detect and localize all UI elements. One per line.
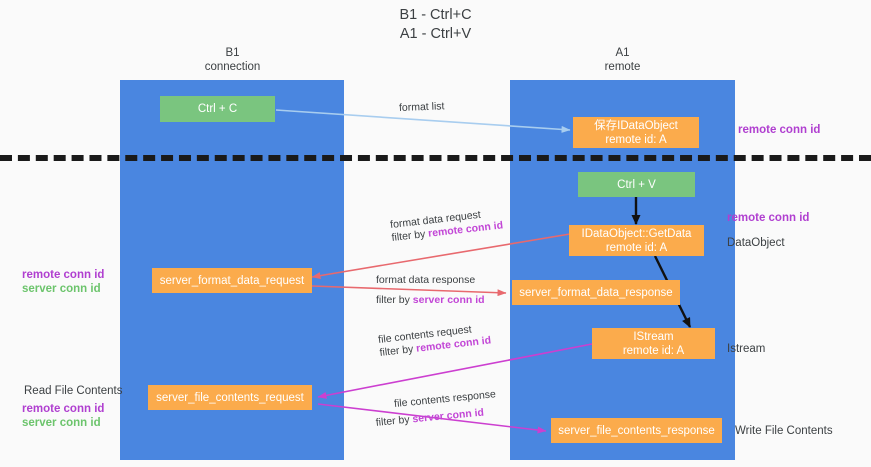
edge-label-file-contents-response: file contents response filter by server … xyxy=(375,388,499,429)
node-server-format-data-response[interactable]: server_format_data_response xyxy=(512,280,680,305)
side-label-mid-server-conn-id: server conn id xyxy=(22,283,101,295)
diagram-title: B1 - Ctrl+C A1 - Ctrl+V xyxy=(0,6,871,44)
side-label-remote-conn-id-top: remote conn id xyxy=(738,124,821,136)
section-divider xyxy=(0,155,871,161)
node-save-idataobject[interactable]: 保存IDataObject remote id: A xyxy=(573,117,699,148)
node-save-idataobject-sub: remote id: A xyxy=(605,133,667,146)
edge-label-format-data-response-line1: format data response xyxy=(376,274,476,286)
edge-label-format-data-request: format data request filter by remote con… xyxy=(390,206,504,245)
edge-label-format-data-response: format data response filter by server co… xyxy=(376,274,485,307)
node-server-file-contents-response-label: server_file_contents_response xyxy=(558,424,715,437)
side-label-conn-ids-middle: remote conn id server conn id xyxy=(22,268,104,296)
side-label-write-file-contents: Write File Contents xyxy=(735,425,833,437)
node-ctrl-v-label: Ctrl + V xyxy=(617,178,656,191)
node-save-idataobject-label: 保存IDataObject xyxy=(594,119,678,132)
side-label-conn-ids-bottom: remote conn id server conn id xyxy=(22,402,104,430)
edge-label-format-data-response-line2: filter by server conn id xyxy=(376,294,485,307)
column-header-b1-subtitle: connection xyxy=(204,61,261,73)
node-idataobject-getdata-sub: remote id: A xyxy=(605,241,668,254)
node-ctrl-v[interactable]: Ctrl + V xyxy=(578,172,695,197)
edge-label-file-contents-request: file contents request filter by remote c… xyxy=(378,321,492,360)
node-idataobject-getdata[interactable]: IDataObject::GetData remote id: A xyxy=(569,225,704,256)
edge-label-fcr-prefix: filter by xyxy=(379,342,417,359)
column-header-b1: B1 connection xyxy=(120,46,345,74)
column-header-a1-name: A1 xyxy=(615,47,630,59)
node-server-format-data-request-label: server_format_data_request xyxy=(159,274,305,287)
edge-label-format-list: format list xyxy=(399,100,445,115)
node-istream-label: IStream xyxy=(633,330,674,343)
node-server-file-contents-request[interactable]: server_file_contents_request xyxy=(148,385,312,410)
side-label-dataobject: DataObject xyxy=(727,237,785,249)
column-header-a1-subtitle: remote xyxy=(604,61,641,73)
node-server-file-contents-response[interactable]: server_file_contents_response xyxy=(551,418,722,443)
side-label-bottom-remote-conn-id: remote conn id xyxy=(22,403,105,415)
side-label-mid-remote-conn-id: remote conn id xyxy=(22,269,105,281)
title-line-1: B1 - Ctrl+C xyxy=(399,7,472,23)
node-server-format-data-response-label: server_format_data_response xyxy=(519,286,673,299)
node-istream[interactable]: IStream remote id: A xyxy=(592,328,715,359)
node-ctrl-c-label: Ctrl + C xyxy=(197,103,238,115)
column-header-b1-name: B1 xyxy=(225,47,240,59)
side-label-remote-conn-id-getdata: remote conn id xyxy=(727,212,810,224)
title-line-2: A1 - Ctrl+V xyxy=(399,26,472,42)
edge-label-fdr-prefix: filter by xyxy=(391,227,429,244)
edge-label-fdresp-prefix: filter by xyxy=(376,294,413,306)
node-istream-sub: remote id: A xyxy=(622,344,685,357)
edge-label-format-list-text: format list xyxy=(398,100,445,114)
node-server-file-contents-request-label: server_file_contents_request xyxy=(156,391,304,404)
edge-label-fcresp-server-conn-id: server conn id xyxy=(411,406,485,426)
side-label-bottom-server-conn-id: server conn id xyxy=(22,417,101,429)
edge-label-fcresp-prefix: filter by xyxy=(375,413,414,429)
node-server-format-data-request[interactable]: server_format_data_request xyxy=(152,268,312,293)
column-header-a1: A1 remote xyxy=(510,46,735,74)
edge-label-fdresp-server-conn-id: server conn id xyxy=(412,294,485,306)
side-label-read-file-contents: Read File Contents xyxy=(24,385,123,397)
node-idataobject-getdata-label: IDataObject::GetData xyxy=(581,227,692,240)
node-ctrl-c[interactable]: Ctrl + C xyxy=(160,96,275,122)
side-label-istream: Istream xyxy=(727,343,766,355)
